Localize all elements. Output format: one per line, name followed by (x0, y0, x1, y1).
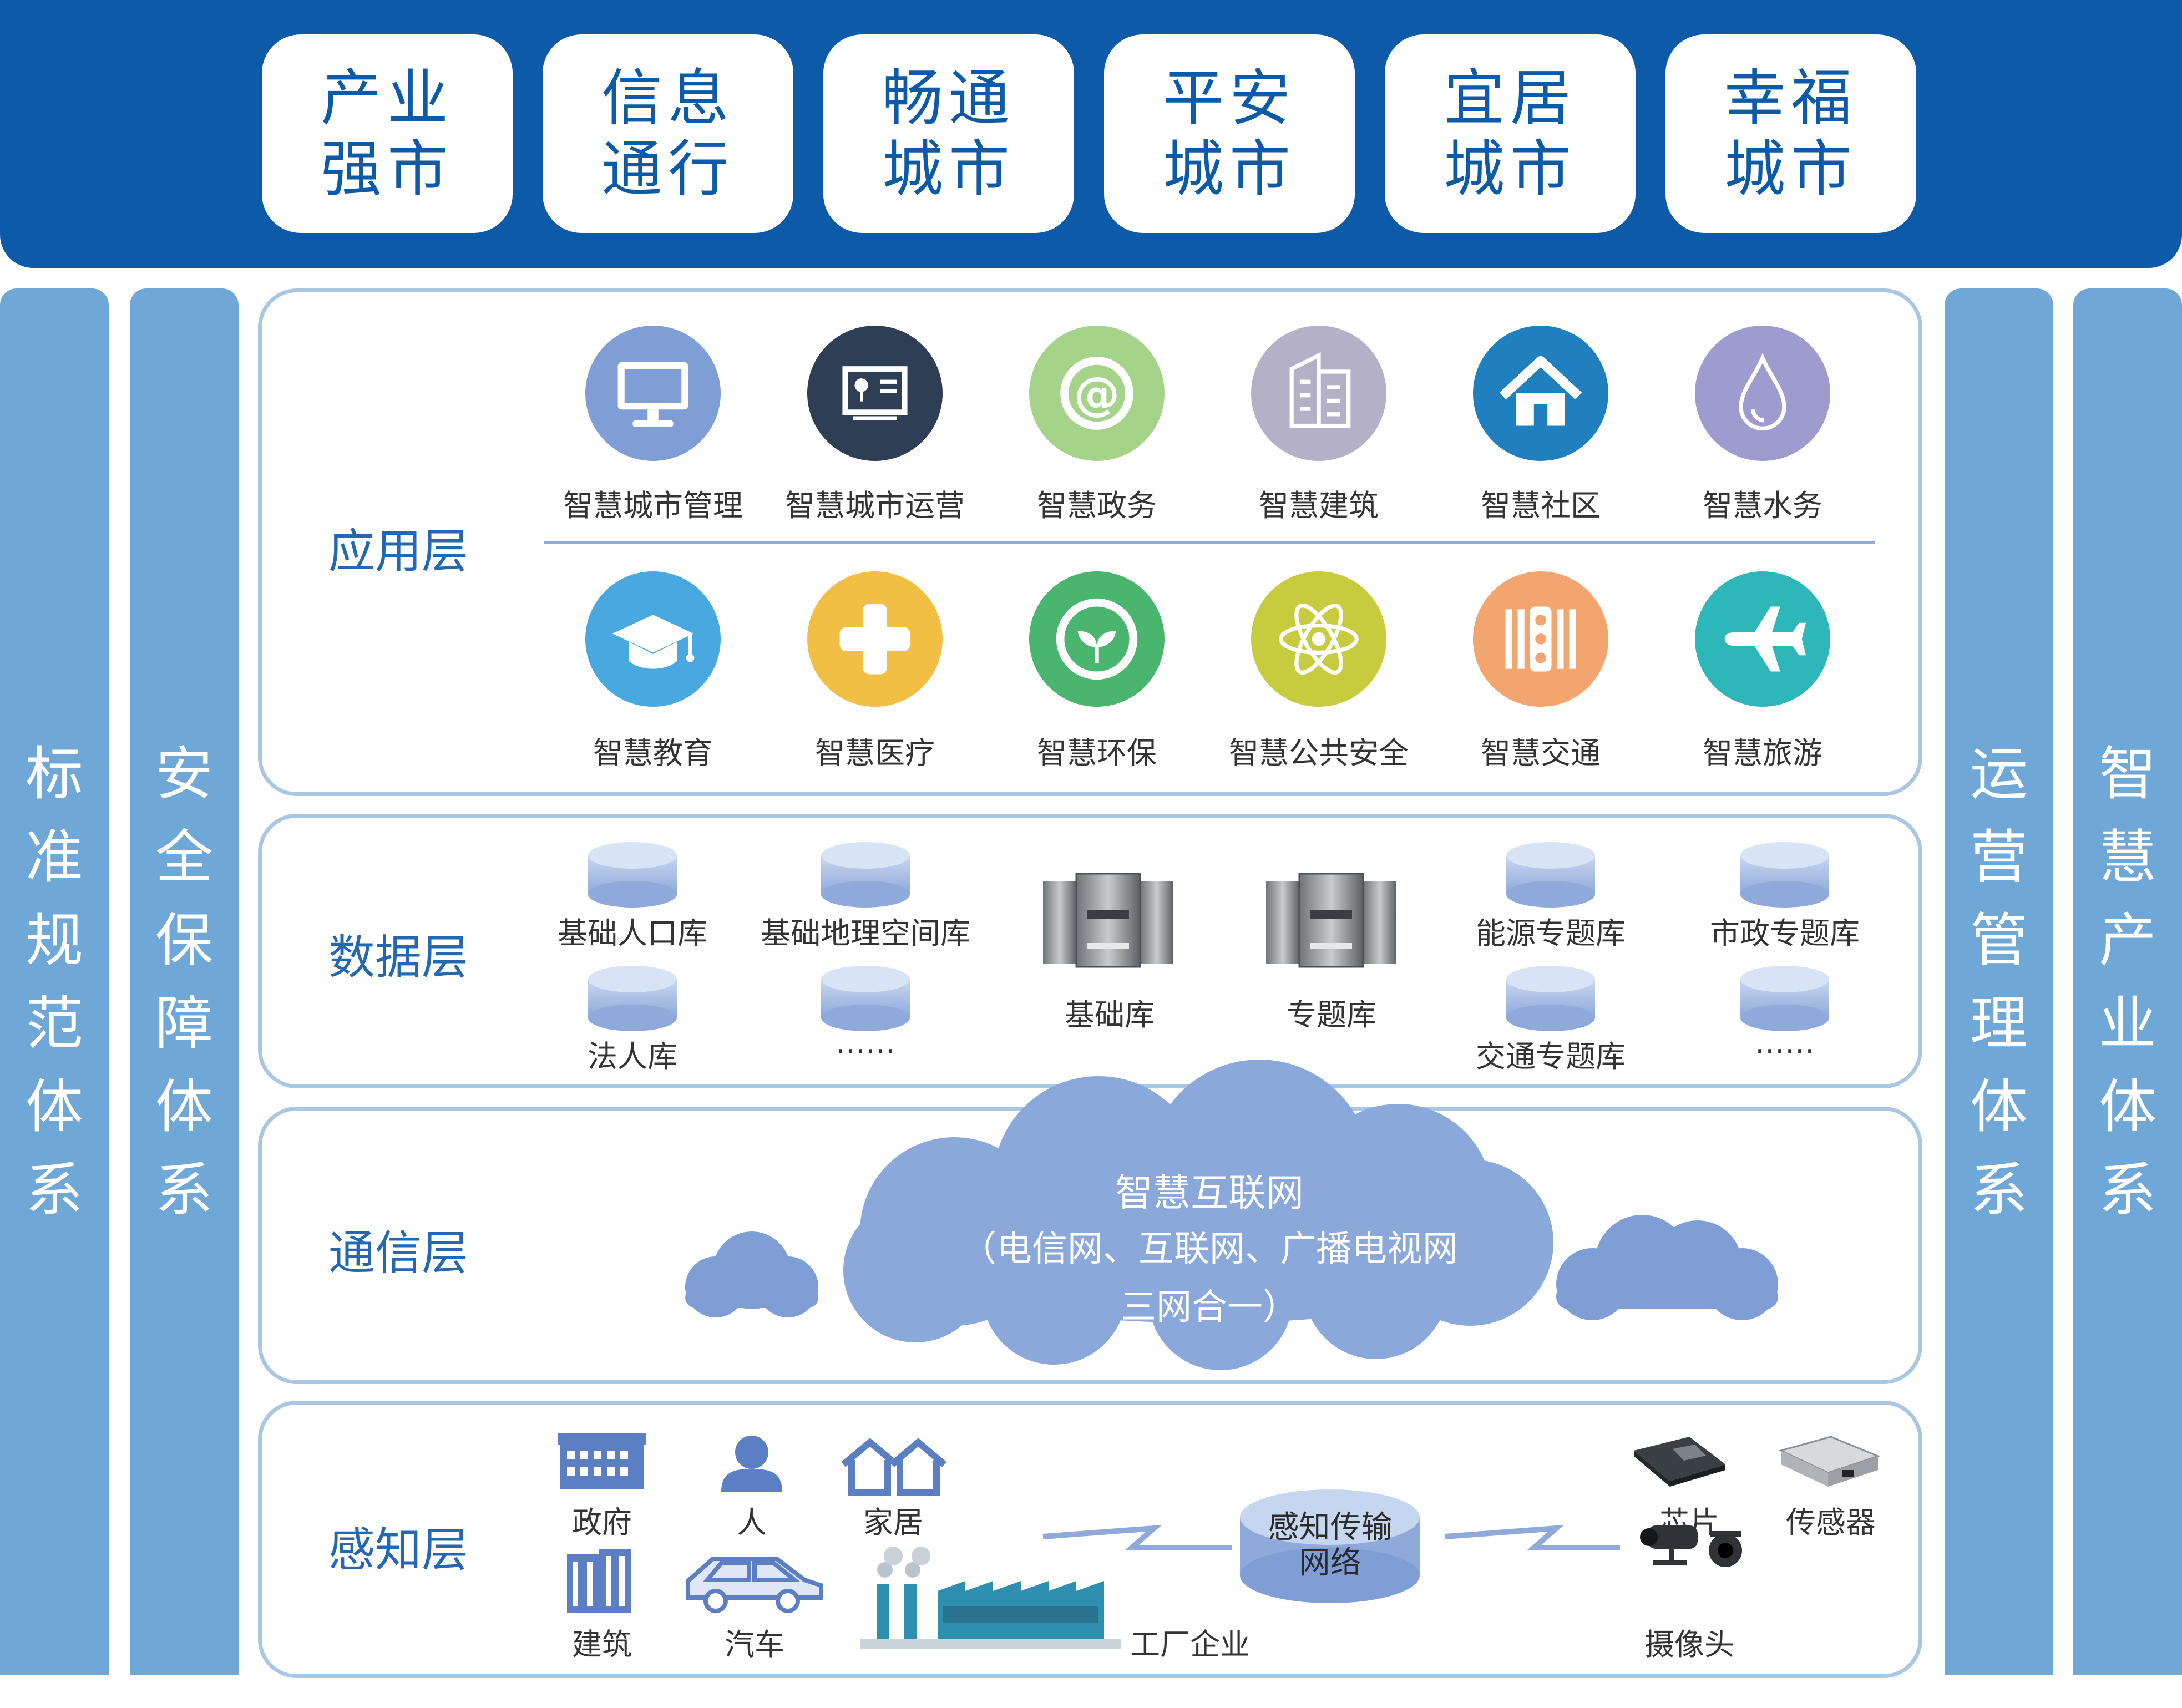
app-label-education: 智慧教育 (593, 736, 713, 771)
cloud-icon (843, 1060, 1553, 1370)
wireless-link-icon (1042, 1524, 1232, 1550)
db-label-legal-entity: 法人库 (588, 1039, 677, 1074)
app-label-water: 智慧水务 (1703, 488, 1822, 523)
database-icon (1506, 842, 1595, 908)
db-label-traffic: 交通专题库 (1476, 1039, 1626, 1074)
database-icon (1506, 966, 1595, 1031)
small-cloud-icon (685, 1231, 818, 1317)
perception-label-sensor: 传感器 (1786, 1505, 1876, 1540)
camera-icon (1640, 1525, 1742, 1567)
db-label-ellipsis: …… (836, 1025, 895, 1060)
app-label-building: 智慧建筑 (1259, 488, 1379, 523)
traffic-light-icon (1473, 571, 1608, 707)
perception-label-home: 家居 (863, 1505, 923, 1540)
server-icon (1043, 873, 1173, 968)
perception-label-camera: 摄像头 (1644, 1627, 1734, 1662)
security-column: 安全保障体系 (130, 288, 239, 1675)
factory-icon (860, 1547, 1121, 1649)
goal-information: 信息通行 (543, 34, 793, 233)
car-icon (686, 1557, 823, 1613)
airplane-icon (1695, 571, 1830, 707)
application-divider (544, 541, 1875, 544)
goals-banner: 产业强市 信息通行 畅通城市 平安城市 宜居城市 幸福城市 (0, 0, 2182, 268)
industry-column: 智慧产业体系 (2073, 288, 2182, 1675)
database-icon (821, 966, 910, 1031)
app-label-community: 智慧社区 (1481, 488, 1601, 523)
person-icon (721, 1436, 782, 1492)
database-icon (588, 966, 677, 1031)
perception-label-car: 汽车 (725, 1627, 784, 1662)
application-layer-title: 应用层 (328, 524, 469, 579)
at-sign-icon: @ (1029, 326, 1165, 461)
building-icon (1251, 326, 1386, 461)
cloud-line-networks: （电信网、互联网、广播电视网 (961, 1229, 1458, 1270)
graduation-cap-icon (585, 571, 721, 707)
database-icon (1740, 842, 1829, 908)
database-icon (1740, 966, 1829, 1031)
app-label-public-safety: 智慧公共安全 (1229, 736, 1409, 771)
db-label-geospatial: 基础地理空间库 (761, 916, 970, 951)
goal-safety: 平安城市 (1104, 34, 1355, 233)
cloud-title: 智慧互联网 (1115, 1172, 1304, 1215)
building-icon (567, 1549, 631, 1613)
recycle-leaf-icon (1029, 571, 1165, 707)
standards-column: 标准规范体系 (0, 288, 109, 1675)
goal-happiness: 幸福城市 (1665, 34, 1916, 233)
atom-icon (1251, 571, 1386, 707)
operations-column: 运营管理体系 (1945, 288, 2053, 1675)
network-label-line1: 感知传输 (1268, 1509, 1393, 1545)
water-drop-icon (1695, 326, 1830, 461)
communication-layer-title: 通信层 (328, 1226, 469, 1280)
db-label-ellipsis-2: …… (1755, 1025, 1815, 1060)
perception-layer-title: 感知层 (328, 1523, 469, 1577)
app-label-tourism: 智慧旅游 (1703, 736, 1822, 771)
network-label-line2: 网络 (1299, 1545, 1361, 1581)
database-icon (588, 842, 677, 908)
sensor-icon (1778, 1436, 1881, 1487)
chip-icon (1634, 1437, 1725, 1487)
wireless-link-icon (1445, 1524, 1620, 1550)
goal-industry: 产业强市 (262, 34, 513, 233)
perception-label-government: 政府 (572, 1505, 632, 1540)
app-label-environment: 智慧环保 (1037, 736, 1157, 771)
app-label-transport: 智慧交通 (1481, 736, 1601, 771)
cloud-line-merge: 三网合一） (1121, 1287, 1298, 1328)
db-label-base: 基础库 (1065, 997, 1155, 1032)
app-label-medical: 智慧医疗 (815, 736, 935, 771)
perception-label-building: 建筑 (572, 1627, 632, 1662)
houses-icon (841, 1438, 946, 1496)
db-label-population: 基础人口库 (558, 916, 707, 951)
database-icon (821, 842, 910, 908)
data-layer-title: 数据层 (328, 930, 469, 985)
perception-label-person: 人 (737, 1505, 767, 1540)
db-label-municipal: 市政专题库 (1710, 916, 1860, 951)
medical-cross-icon (807, 571, 943, 707)
app-label-city-operation: 智慧城市运营 (785, 488, 965, 523)
goal-livable: 宜居城市 (1385, 34, 1636, 233)
perception-label-chip: 芯片 (1659, 1505, 1719, 1540)
small-cloud-icon (1556, 1215, 1778, 1320)
house-icon (1473, 326, 1608, 461)
government-building-icon (558, 1433, 646, 1489)
perception-label-factory: 工厂企业 (1130, 1627, 1250, 1662)
network-cylinder-icon (1240, 1489, 1420, 1603)
app-label-e-government: 智慧政务 (1037, 488, 1157, 523)
control-panel-icon (807, 326, 943, 461)
app-label-city-management: 智慧城市管理 (563, 488, 743, 523)
goal-traffic: 畅通城市 (823, 34, 1074, 233)
svg-text:@: @ (1074, 367, 1120, 420)
db-label-thematic: 专题库 (1287, 997, 1376, 1032)
db-label-energy: 能源专题库 (1476, 916, 1626, 951)
monitor-icon (585, 326, 721, 461)
server-icon (1266, 873, 1396, 968)
